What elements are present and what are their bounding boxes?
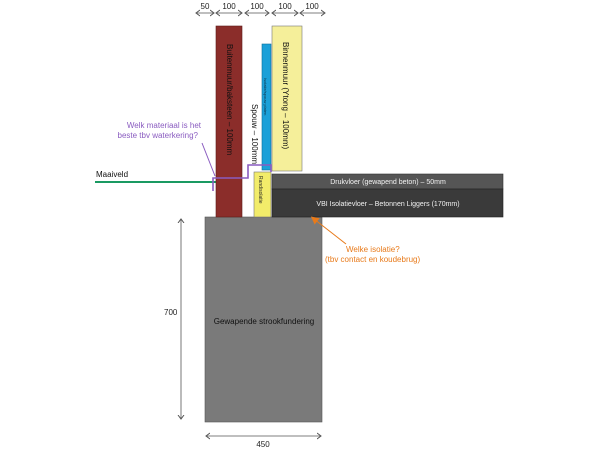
- waterkering-line: [212, 164, 272, 191]
- dim-100-a: 100: [222, 2, 236, 11]
- dim-100-c: 100: [278, 2, 292, 11]
- foundation-label: Gewapende strookfundering: [214, 317, 315, 326]
- width-dimension-label: 450: [256, 440, 270, 449]
- question-waterkering-2: beste tbv waterkering?: [118, 131, 199, 140]
- question-isolatie-1: Welke isolatie?: [346, 245, 400, 254]
- randisolatie-label: Randisolatie: [257, 176, 263, 204]
- drukvloer-label: Drukvloer (gewapend beton) – 50mm: [330, 179, 446, 186]
- binnenmuur-label: Binnenmuur (Ytong – 100mm): [281, 42, 290, 150]
- top-dimension-labels: 50 100 100 100 100: [201, 2, 320, 11]
- spouw-label: Spouw – 100mm: [250, 104, 259, 164]
- binnenmuur: [271, 25, 303, 172]
- isolatie-spouw: [261, 43, 272, 171]
- dim-100-d: 100: [305, 2, 319, 11]
- randisolatie-block: [253, 171, 272, 218]
- dim-50: 50: [201, 2, 210, 11]
- buitenmuur-label: Buitenmuur/baksteen – 100mm: [225, 44, 234, 156]
- vbi-label: VBI Isolatievloer – Betonnen Liggers (17…: [316, 201, 459, 208]
- maaiveld-label: Maaiveld: [96, 170, 128, 179]
- dim-100-b: 100: [250, 2, 264, 11]
- isolatie-label: Isolatie/spouw platen: [263, 78, 268, 115]
- foundation-block: [204, 216, 323, 423]
- isolatie-question-pointer: [310, 216, 347, 245]
- buitenmuur: [215, 25, 243, 218]
- question-waterkering-1: Welk materiaal is het: [127, 121, 202, 130]
- vbi-floor: [271, 188, 504, 218]
- question-isolatie-2: (tbv contact en koudebrug): [325, 255, 421, 264]
- height-dimension-label: 700: [164, 308, 178, 317]
- waterkering-pointer: [201, 142, 216, 177]
